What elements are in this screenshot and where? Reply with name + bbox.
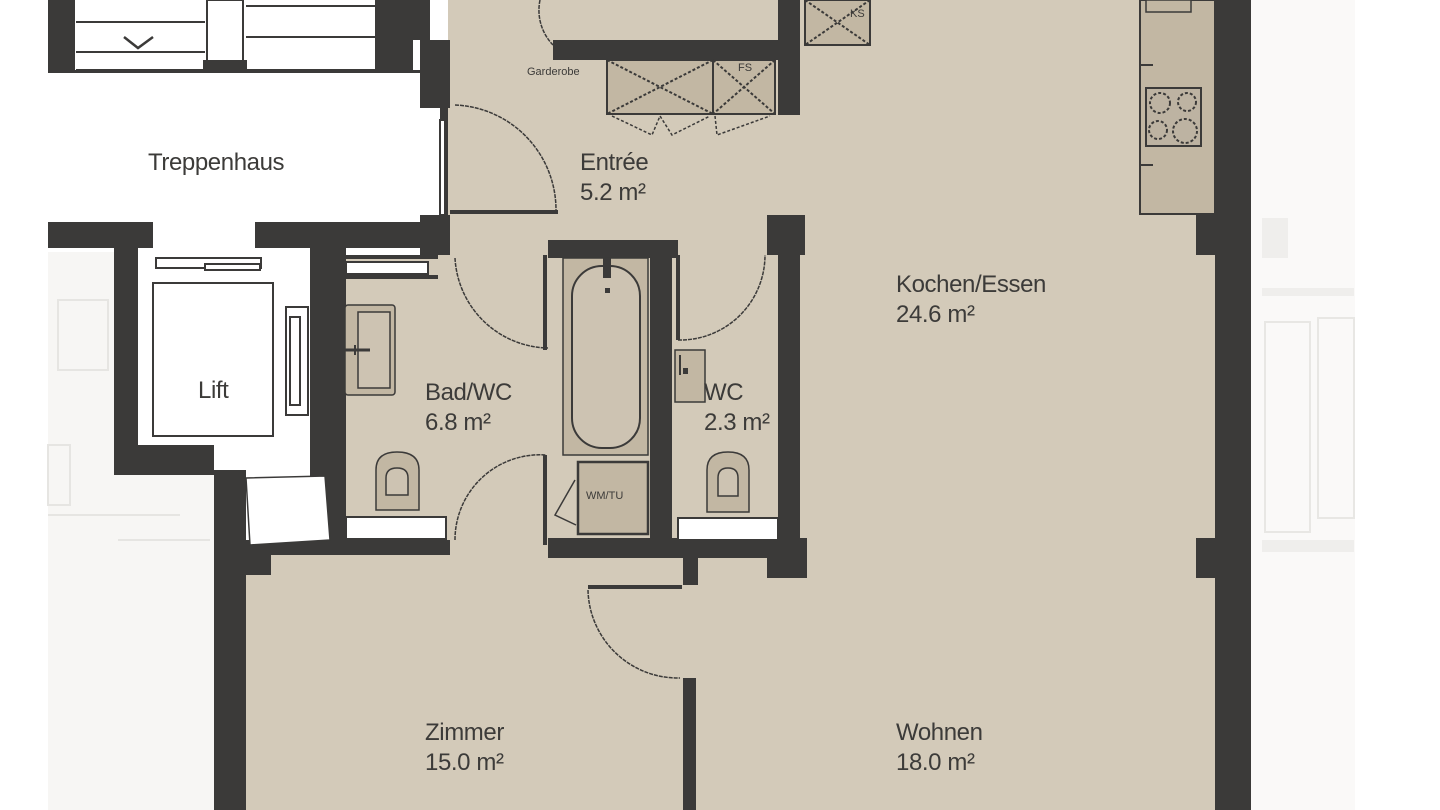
kitchen-counter bbox=[1139, 0, 1216, 215]
entrance-door-swing bbox=[454, 104, 557, 211]
window-frames bbox=[345, 119, 779, 541]
zimmer-door-swing bbox=[587, 589, 681, 679]
toilet-icon-wc bbox=[706, 451, 750, 513]
toilet-icon bbox=[375, 451, 420, 511]
washer-dryer bbox=[553, 460, 650, 536]
bathtub-icon bbox=[562, 257, 649, 456]
storage-closet bbox=[245, 475, 331, 546]
bath-door-swing-upper bbox=[454, 257, 549, 349]
neighbor-unit-right bbox=[1250, 0, 1355, 810]
wc-door-swing bbox=[677, 254, 766, 341]
cooktop-icon bbox=[1145, 87, 1202, 147]
bath-door-swing-lower bbox=[454, 454, 547, 541]
stairs bbox=[76, 0, 375, 71]
walls bbox=[48, 0, 1251, 810]
lift-car bbox=[152, 257, 309, 437]
door-swings bbox=[450, 0, 766, 679]
bathroom-sink-icon bbox=[344, 304, 396, 396]
apartment-floor bbox=[245, 0, 1220, 810]
wc-sink-icon bbox=[674, 349, 706, 403]
garderobe-cabinets bbox=[606, 0, 871, 137]
neighbor-unit-left bbox=[47, 252, 214, 810]
stair-direction-arrow-icon bbox=[123, 35, 154, 50]
